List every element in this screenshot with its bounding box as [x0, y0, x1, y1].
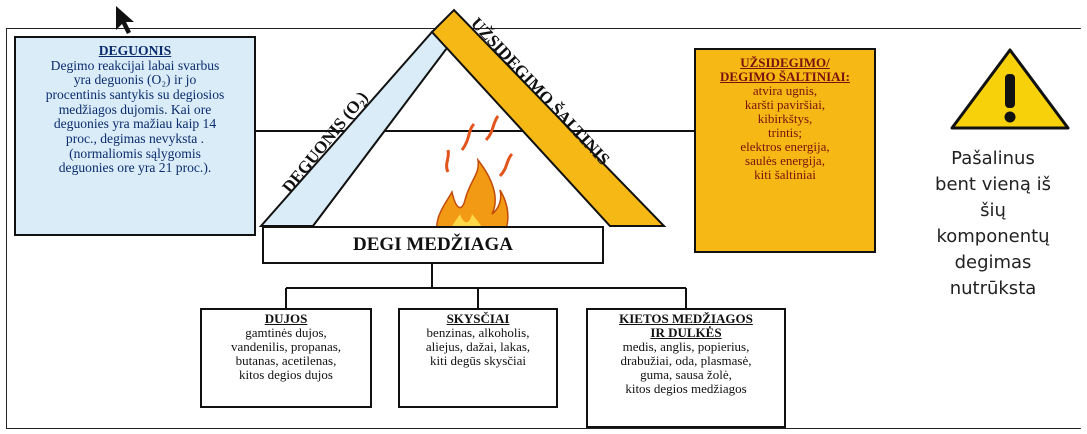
ignition-title-2: DEGIMO ŠALTINIAI: [720, 69, 850, 85]
fuel-title: DEGI MEDŽIAGA [353, 234, 513, 255]
inner-triangle [312, 46, 611, 227]
ignition-sources-box: UŽSIDEGIMO/ DEGIMO ŠALTINIAI: atvira ugn… [694, 48, 876, 253]
conclusion-line: degimas [954, 252, 1032, 273]
liquid-line: kiti degūs skysčiai [429, 353, 527, 369]
gas-line: vandenilis, propanas, [230, 339, 342, 355]
solid-line: medis, anglis, popierius, [622, 339, 750, 355]
fuel-box: DEGI MEDŽIAGA [262, 226, 604, 264]
oxygen-line: procentinis santykis su degiosios [45, 87, 225, 103]
mouse-cursor-icon [116, 6, 134, 34]
oxygen-line: deguonies yra mažiau kaip 14 [53, 116, 217, 132]
oxygen-line: (normaliomis sąlygomis [69, 145, 201, 161]
oxygen-line: deguonies ore yra 21 proc.). [58, 160, 212, 176]
frame-top-line [6, 28, 1081, 29]
conclusion-line: nutrūksta [949, 278, 1037, 299]
oxygen-line: proc., degimas nevyksta . [65, 131, 205, 147]
frame-bottom-line [6, 428, 1081, 429]
ignition-line: trintis; [768, 125, 802, 141]
ignition-line: elektros energija, [740, 139, 830, 155]
liquid-line: benzinas, alkoholis, [426, 325, 530, 341]
solid-box: KIETOS MEDŽIAGOS IR DULKĖS medis, anglis… [586, 308, 786, 428]
gas-line: gamtinės dujos, [245, 325, 327, 341]
liquid-line: aliejus, dažai, lakas, [425, 339, 531, 355]
ignition-line: kibirkštys, [757, 111, 813, 127]
solid-line: kitos degios medžiagos [625, 381, 747, 397]
frame-left-line [6, 28, 7, 428]
solid-line: guma, sausa žolė, [640, 367, 732, 383]
liquid-title: SKYSČIAI [446, 311, 510, 326]
gas-title: DUJOS [264, 311, 308, 326]
conclusion-line: Pašalinus [951, 148, 1035, 169]
ignition-title-1: UŽSIDEGIMO/ [740, 55, 830, 70]
gas-box: DUJOS gamtinės dujos, vandenilis, propan… [200, 308, 372, 408]
gas-line: butanas, acetilenas, [235, 353, 337, 369]
conclusion-text: Pašalinus bent vieną iš šių komponentų d… [905, 146, 1081, 302]
oxygen-side [258, 30, 449, 227]
oxygen-info-box: DEGUONIS Degimo reakcijai labai svarbus … [14, 36, 256, 236]
ignition-line: kiti šaltiniai [754, 167, 816, 183]
conclusion-line: bent vieną iš [935, 174, 1051, 195]
solid-title-2: IR DULKĖS [650, 325, 722, 341]
ignition-line: karšti paviršiai, [744, 97, 826, 113]
conclusion-line: komponentų [936, 226, 1050, 247]
oxygen-line: medžiagos dujomis. Kai ore [58, 101, 212, 117]
solid-title-1: KIETOS MEDŽIAGOS [619, 311, 753, 326]
oxygen-line: yra deguonis (O₂) ir jo [73, 72, 197, 88]
liquid-box: SKYSČIAI benzinas, alkoholis, aliejus, d… [398, 308, 558, 408]
oxygen-line: Degimo reakcijai labai svarbus [50, 57, 220, 73]
warning-triangle-icon [950, 48, 1070, 130]
ignition-line: atvira ugnis, [752, 83, 818, 99]
conclusion-line: šių [980, 200, 1006, 221]
solid-line: drabužiai, oda, plasmasė, [620, 353, 752, 369]
gas-line: kitos degios dujos [239, 367, 333, 383]
ignition-line: saulės energija, [745, 153, 825, 169]
oxygen-title: DEGUONIS [98, 43, 172, 58]
